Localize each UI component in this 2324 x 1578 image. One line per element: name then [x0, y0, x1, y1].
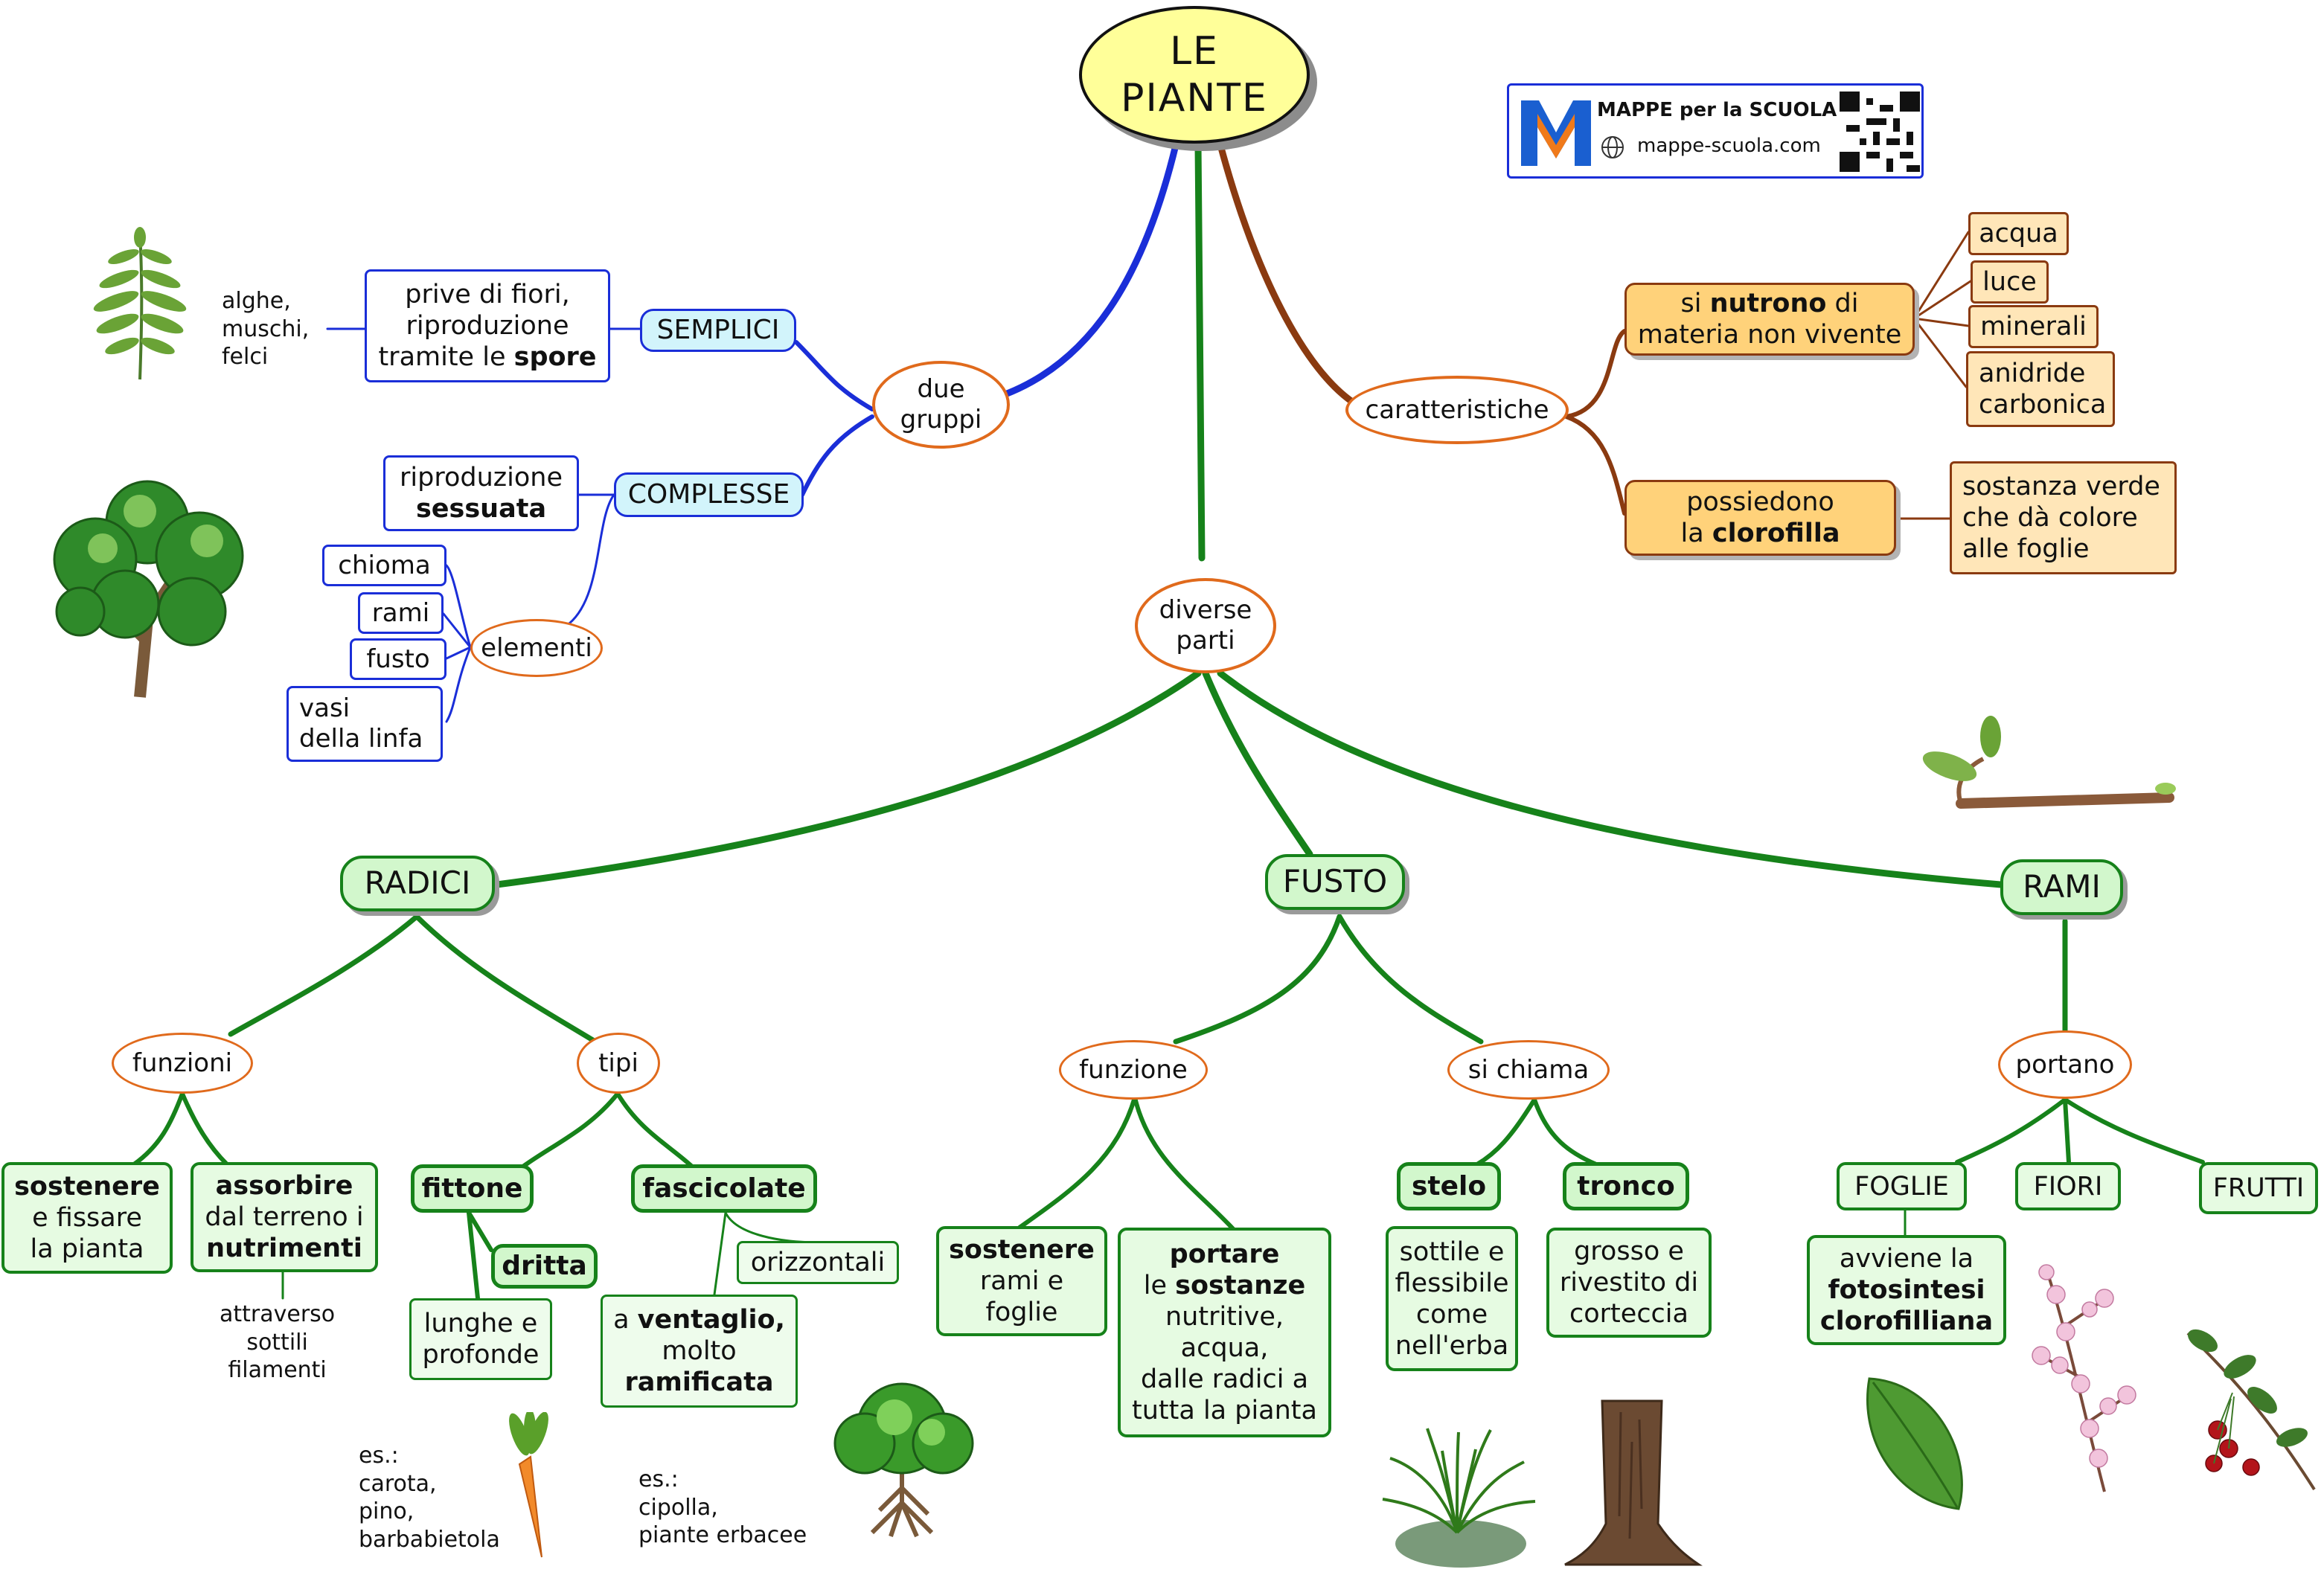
cherries-icon	[2186, 1329, 2316, 1491]
due-gruppi-node: due gruppi	[872, 361, 1010, 449]
tronco-node: tronco	[1563, 1162, 1689, 1210]
sostenere-rami-box: sostenere rami e foglie	[936, 1226, 1107, 1336]
stelo-description: sottile e flessibile come nell'erba	[1386, 1226, 1518, 1371]
dritta-node: dritta	[491, 1244, 598, 1289]
portare-sostanze-box: portare le sostanze nutritive, acqua, da…	[1118, 1228, 1331, 1437]
trunk-icon	[1564, 1399, 1703, 1566]
root-title-line2: PIANTE	[1121, 75, 1268, 121]
nutriente-minerali: minerali	[1968, 305, 2099, 348]
orizzontali-box: orizzontali	[737, 1241, 899, 1284]
fittone-node: fittone	[411, 1164, 534, 1213]
assorbire-box: assorbire dal terreno i nutrimenti	[191, 1162, 378, 1272]
tipi-node: tipi	[577, 1033, 660, 1094]
stelo-node: stelo	[1397, 1162, 1501, 1210]
qr-code-icon	[1840, 92, 1920, 172]
leaf-icon	[1866, 1377, 1963, 1510]
root-node: LE PIANTE	[1079, 6, 1310, 144]
nutriente-anidride-carbonica: anidride carbonica	[1966, 351, 2115, 427]
radici-node: RADICI	[340, 856, 495, 911]
sostenere-fissare-box: sostenere e fissare la pianta	[1, 1162, 173, 1274]
mappe-logo-icon	[1521, 100, 1591, 166]
elemento-fusto: fusto	[350, 638, 446, 680]
fusto-node: FUSTO	[1265, 854, 1405, 910]
portano-node: portano	[1998, 1030, 2132, 1099]
nutriente-acqua: acqua	[1968, 212, 2069, 255]
attraverso-filamenti-note: attraverso sottili filamenti	[220, 1301, 336, 1383]
rami-node: RAMI	[2000, 859, 2123, 915]
elementi-node: elementi	[470, 619, 603, 677]
elemento-chioma: chioma	[322, 545, 446, 586]
fascicolate-node: fascicolate	[631, 1164, 817, 1213]
ventaglio-box: a ventaglio, molto ramificata	[601, 1295, 798, 1408]
fotosintesi-box: avviene la fotosintesi clorofilliana	[1807, 1235, 2006, 1345]
semplici-node: SEMPLICI	[640, 309, 796, 352]
rooted-tree-icon	[833, 1382, 974, 1538]
globe-icon	[1601, 136, 1624, 158]
si-chiama-node: si chiama	[1447, 1040, 1610, 1100]
fiori-node: FIORI	[2015, 1162, 2121, 1210]
grass-icon	[1382, 1428, 1536, 1568]
frutti-node: FRUTTI	[2199, 1162, 2318, 1214]
tree-icon	[53, 480, 244, 698]
sostanza-verde-description: sostanza verde che dà colore alle foglie	[1950, 461, 2177, 574]
nutrono-node: si nutrono di materia non vivente	[1624, 283, 1915, 356]
funzioni-node: funzioni	[112, 1033, 253, 1094]
funzione-node: funzione	[1059, 1040, 1208, 1100]
site-badge[interactable]: MAPPE per la SCUOLA mappe-scuola.com	[1507, 83, 1924, 179]
complesse-node: COMPLESSE	[614, 472, 804, 517]
carrot-icon	[509, 1412, 548, 1558]
elemento-vasi: vasi della linfa	[287, 686, 443, 762]
fittone-examples: es.: carota, pino, barbabietola	[359, 1443, 500, 1553]
diverse-parti-node: diverse parti	[1135, 578, 1276, 673]
fern-icon	[93, 227, 187, 380]
fascicolate-examples: es.: cipolla, piante erbacee	[638, 1466, 807, 1548]
lunghe-profonde-box: lunghe e profonde	[409, 1298, 552, 1380]
clorofilla-node: possiedono la clorofilla	[1624, 480, 1896, 556]
branch-icon	[1922, 716, 2176, 809]
nutriente-luce: luce	[1971, 260, 2049, 304]
caratteristiche-node: caratteristiche	[1345, 376, 1569, 444]
semplici-examples: alghe, muschi, felci	[222, 288, 310, 370]
complesse-description: riproduzione sessuata	[383, 455, 579, 531]
badge-title: MAPPE per la SCUOLA	[1597, 99, 1837, 121]
badge-url: mappe-scuola.com	[1637, 135, 1821, 157]
root-title-line1: LE	[1170, 29, 1219, 74]
elemento-rami: rami	[358, 592, 444, 634]
blossom-icon	[2032, 1264, 2136, 1492]
foglie-node: FOGLIE	[1837, 1162, 1967, 1210]
tronco-description: grosso e rivestito di corteccia	[1546, 1228, 1712, 1338]
semplici-description: prive di fiori, riproduzione tramite le …	[365, 269, 610, 382]
